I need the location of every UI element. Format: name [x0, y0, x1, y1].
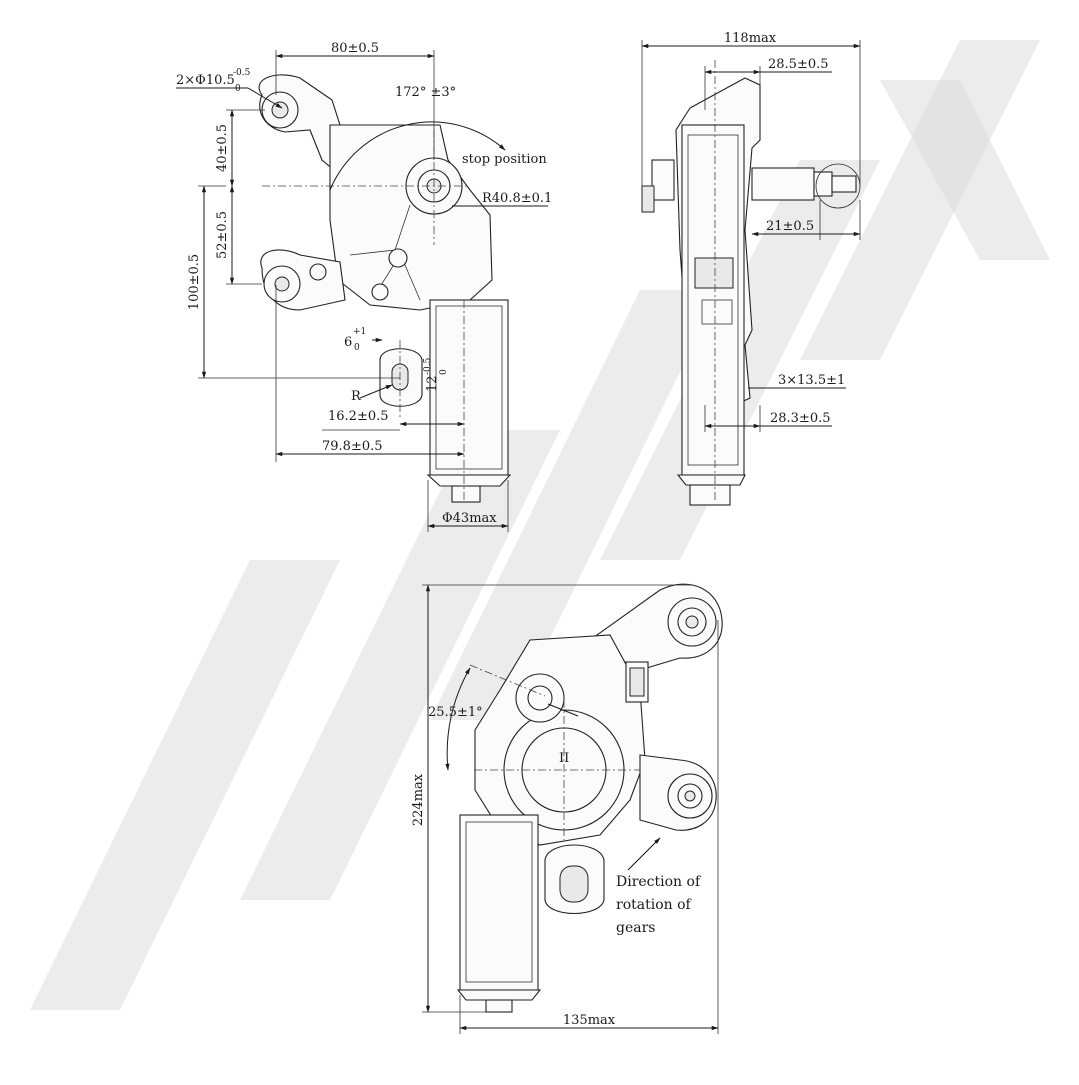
dim-bore: 2×Φ10.5: [176, 73, 235, 88]
dim-twelve-tol-lower: 0: [439, 369, 449, 375]
direction-line-2: rotation of: [616, 897, 693, 913]
dim-d21: 21±0.5: [766, 219, 814, 234]
dim-vertical-100: 100±0.5: [187, 254, 202, 310]
dim-d28-3: 28.3±0.5: [770, 411, 831, 426]
dim-bore-tol-upper: -0.5: [233, 68, 251, 78]
dim-max118: 118max: [724, 31, 777, 46]
dim-twelve: 12: [425, 375, 440, 392]
label-roman-ii: II: [559, 751, 569, 766]
dim-d3x13: 3×13.5±1: [778, 373, 845, 388]
dim-w135: 135max: [563, 1013, 616, 1028]
dim-six: 6: [344, 335, 352, 350]
dim-bore-tol-lower: 0: [235, 84, 241, 94]
dim-six-tol-upper: +1: [353, 327, 366, 337]
dim-top-width: 80±0.5: [331, 41, 379, 56]
front-view: 80±0.5 2×Φ10.5 -0.5 0 172° ±3° stop posi…: [176, 41, 552, 532]
dim-angle25: 25.5±1°: [428, 705, 483, 720]
dim-d28-5: 28.5±0.5: [768, 57, 829, 72]
direction-line-3: gears: [616, 920, 655, 936]
label-stop-position: stop position: [462, 152, 547, 167]
watermark-logo: [30, 40, 1050, 1010]
dim-angle: 172° ±3°: [395, 85, 456, 100]
dim-radius: R40.8±0.1: [482, 191, 552, 206]
dim-dia43: Φ43max: [442, 511, 497, 526]
direction-line-1: Direction of: [616, 874, 702, 890]
bottom-view: 25.5±1° II 224max 135max Direction of ro…: [411, 583, 723, 1034]
dim-h16: 16.2±0.5: [328, 409, 389, 424]
label-r: R: [351, 389, 362, 404]
dim-h224: 224max: [411, 773, 426, 826]
dim-six-tol-lower: 0: [354, 343, 360, 353]
dim-vertical-40: 40±0.5: [215, 124, 230, 172]
dim-twelve-tol-upper: -0.5: [423, 357, 433, 375]
dim-vertical-52: 52±0.5: [215, 211, 230, 259]
dim-h79: 79.8±0.5: [322, 439, 383, 454]
side-view: 118max 28.5±0.5 21±0.5 3×13.5±1 28.3±0.5: [641, 31, 861, 506]
